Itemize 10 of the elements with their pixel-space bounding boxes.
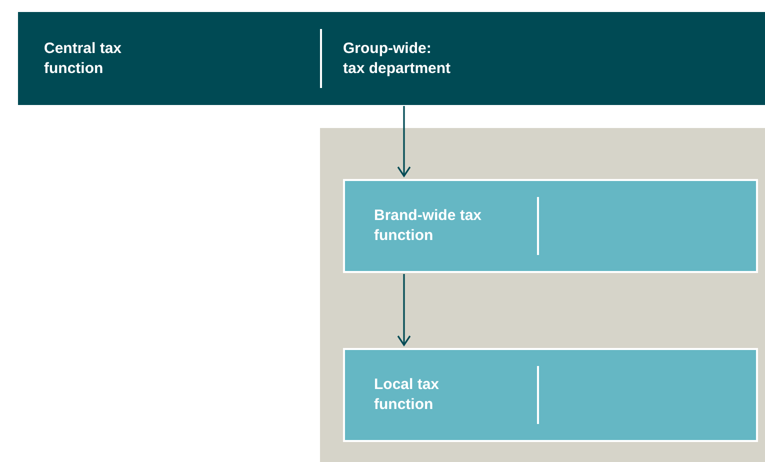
node-heading: Brand-wide tax function [374, 206, 483, 246]
arrow [397, 274, 411, 346]
header-band [18, 12, 765, 105]
process-box [343, 179, 758, 273]
panel-background [320, 128, 765, 462]
node-heading: Group-wide: tax department [343, 38, 452, 78]
node-heading: Central tax function [44, 38, 123, 78]
node-heading: Local tax function [374, 375, 440, 415]
process-box [343, 348, 758, 442]
arrow [397, 106, 411, 177]
